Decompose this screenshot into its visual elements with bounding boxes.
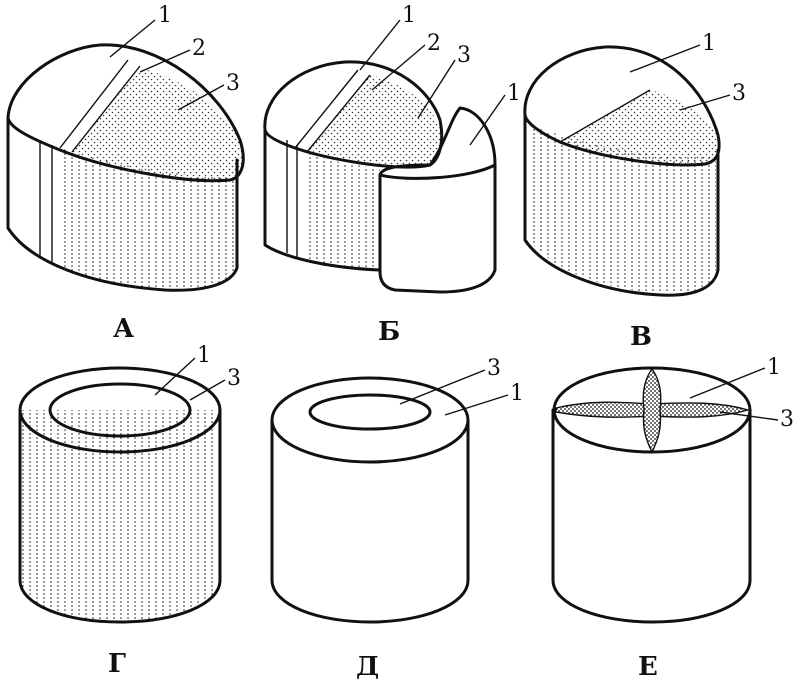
figure-b-label-1: 1	[402, 3, 416, 28]
figure-d-label-3: 3	[487, 356, 501, 381]
figure-e-label-3: 3	[780, 407, 794, 432]
figure-a-top	[6, 43, 245, 183]
figure-g-label-1: 1	[197, 343, 211, 368]
figure-g-top-ring	[18, 366, 222, 454]
figure-b-outer-piece	[378, 106, 497, 294]
figure-d-label-1: 1	[510, 381, 524, 406]
figure-e-caption: Е	[638, 652, 658, 682]
figure-a-label-2: 2	[192, 36, 206, 61]
figure-e: 1 3 Е	[551, 355, 794, 682]
figure-d: 3 1 Д	[270, 356, 524, 682]
figure-b-side-dotted	[305, 152, 380, 270]
figure-v-top-fiber-zone	[560, 90, 719, 165]
figure-b-caption: Б	[378, 317, 400, 347]
figure-b-top-fiber-zone	[308, 75, 441, 166]
figure-g: 1 3 Г	[18, 343, 241, 679]
figure-a-caption: А	[113, 314, 134, 344]
figure-d-side	[270, 418, 470, 624]
figure-a-top-fiber-zone	[72, 68, 243, 181]
figure-v-side	[523, 113, 720, 297]
figure-a-label-3: 3	[226, 71, 240, 96]
figure-d-top	[270, 376, 470, 464]
figure-g-label-3: 3	[227, 366, 241, 391]
figure-b: 1 2 3 1 Б	[263, 3, 521, 347]
figure-v: 1 3 В	[523, 31, 746, 352]
figure-v-label-1: 1	[702, 31, 716, 56]
figure-b-label-2: 2	[427, 31, 441, 56]
figure-a: 1 2 3 А	[6, 3, 245, 344]
figure-a-label-1: 1	[158, 3, 172, 28]
figure-b-label-3: 3	[457, 43, 471, 68]
figure-a-side-dotted	[60, 148, 237, 291]
figure-v-caption: В	[630, 322, 652, 352]
figure-b-label-1b: 1	[507, 81, 521, 106]
figure-d-caption: Д	[356, 652, 379, 682]
figure-g-caption: Г	[108, 649, 126, 679]
figure-e-label-1: 1	[767, 355, 781, 380]
figure-e-side	[551, 408, 752, 624]
figure-d-core	[308, 393, 432, 431]
figure-v-label-3: 3	[732, 81, 746, 106]
figure-g-hole	[48, 382, 192, 438]
figure-e-cross-vertical	[642, 367, 662, 454]
figure-g-side	[20, 410, 220, 622]
